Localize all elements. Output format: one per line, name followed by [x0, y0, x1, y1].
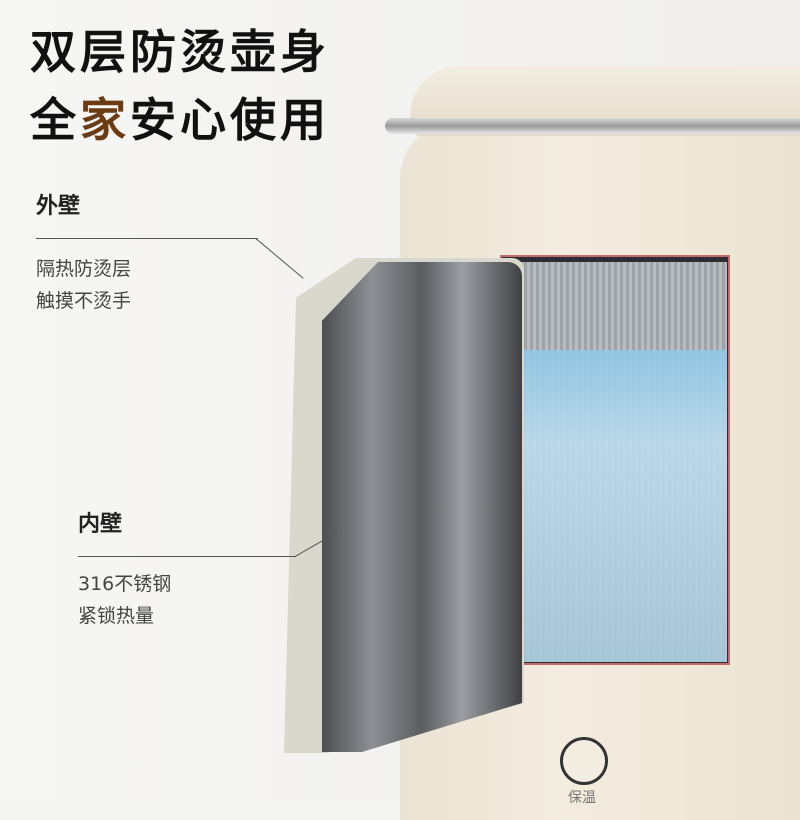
outer-wall-desc1: 隔热防烫层: [36, 258, 132, 280]
button-label: 保温: [568, 790, 596, 806]
headline-line1: 双层防烫壶身: [30, 25, 330, 79]
outer-wall-desc: 隔热防烫层触摸不烫手: [36, 253, 131, 317]
inner-wall-pointer: [78, 556, 296, 557]
outer-wall-desc2: 触摸不烫手: [36, 290, 132, 312]
headline-accent: 家: [80, 93, 130, 147]
inner-wall-layer: [322, 262, 522, 752]
outer-wall-title: 外壁: [36, 194, 81, 219]
inner-wall-title: 内壁: [78, 512, 123, 537]
inner-wall-desc1: 316不锈钢: [78, 573, 172, 595]
inner-wall-desc2: 紧锁热量: [78, 605, 155, 627]
outer-wall-pointer: [36, 238, 258, 239]
headline-line2: 全家安心使用: [30, 84, 330, 150]
inner-wall-desc: 316不锈钢紧锁热量: [78, 568, 171, 632]
keep-warm-button: [560, 737, 608, 785]
headline-text: 全: [30, 93, 80, 147]
kettle-rim: [385, 118, 800, 134]
boiling-water: [515, 350, 727, 662]
headline-text: 安心使用: [130, 93, 330, 147]
